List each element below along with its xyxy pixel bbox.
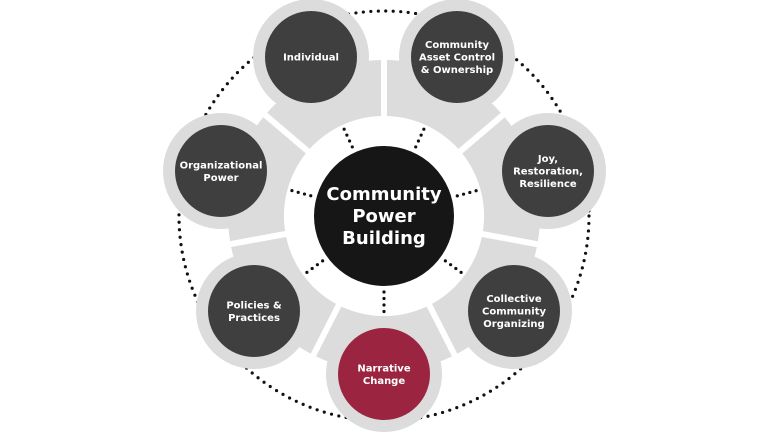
dotted-spoke (286, 188, 313, 198)
node-label-line: Narrative (357, 363, 410, 374)
node-label-line: Restoration, (513, 167, 583, 178)
segment-divider (224, 230, 289, 249)
node-label-line: Collective (486, 294, 542, 305)
node-circle (338, 328, 430, 420)
node-label-line: Community (425, 40, 489, 51)
dotted-spoke (341, 124, 354, 149)
node-joy-restoration-resilience: Joy, Restoration,Resilience (490, 113, 606, 229)
segment-divider (456, 108, 510, 155)
node-label-line: Community (482, 307, 546, 318)
center-title-line: Building (342, 228, 426, 249)
dotted-spoke (414, 124, 427, 149)
node-label-line: Policies & (226, 300, 282, 311)
node-label-line: Organizational (180, 160, 263, 171)
node-circle (265, 11, 357, 103)
node-label-line: Practices (228, 313, 280, 324)
node-label-line: Resilience (519, 179, 577, 190)
node-label-line: Change (363, 376, 405, 387)
node-label-line: Organizing (483, 319, 544, 330)
segment-divider (258, 108, 312, 155)
dotted-spoke (455, 188, 482, 198)
dotted-spoke (443, 259, 466, 277)
node-label-line: & Ownership (421, 65, 493, 76)
center-circle (314, 146, 454, 286)
node-label-line: Joy, (537, 154, 558, 165)
node-individual: Individual (253, 0, 369, 115)
node-circle (502, 125, 594, 217)
node-circle (411, 11, 503, 103)
node-label-line: Asset Control (419, 53, 495, 64)
center-title-line: Community (326, 184, 441, 205)
center-title-line: Power (352, 206, 415, 227)
segment-divider (425, 302, 461, 362)
node-label-line: Power (203, 173, 238, 184)
segment-divider (307, 302, 343, 362)
node-circle (468, 265, 560, 357)
segment-divider (479, 230, 544, 249)
node-circle (175, 125, 267, 217)
dotted-spoke (302, 259, 325, 277)
node-circle (208, 265, 300, 357)
node-label-line: Individual (283, 53, 339, 64)
node-policies-practices: Policies & Practices (196, 253, 312, 369)
